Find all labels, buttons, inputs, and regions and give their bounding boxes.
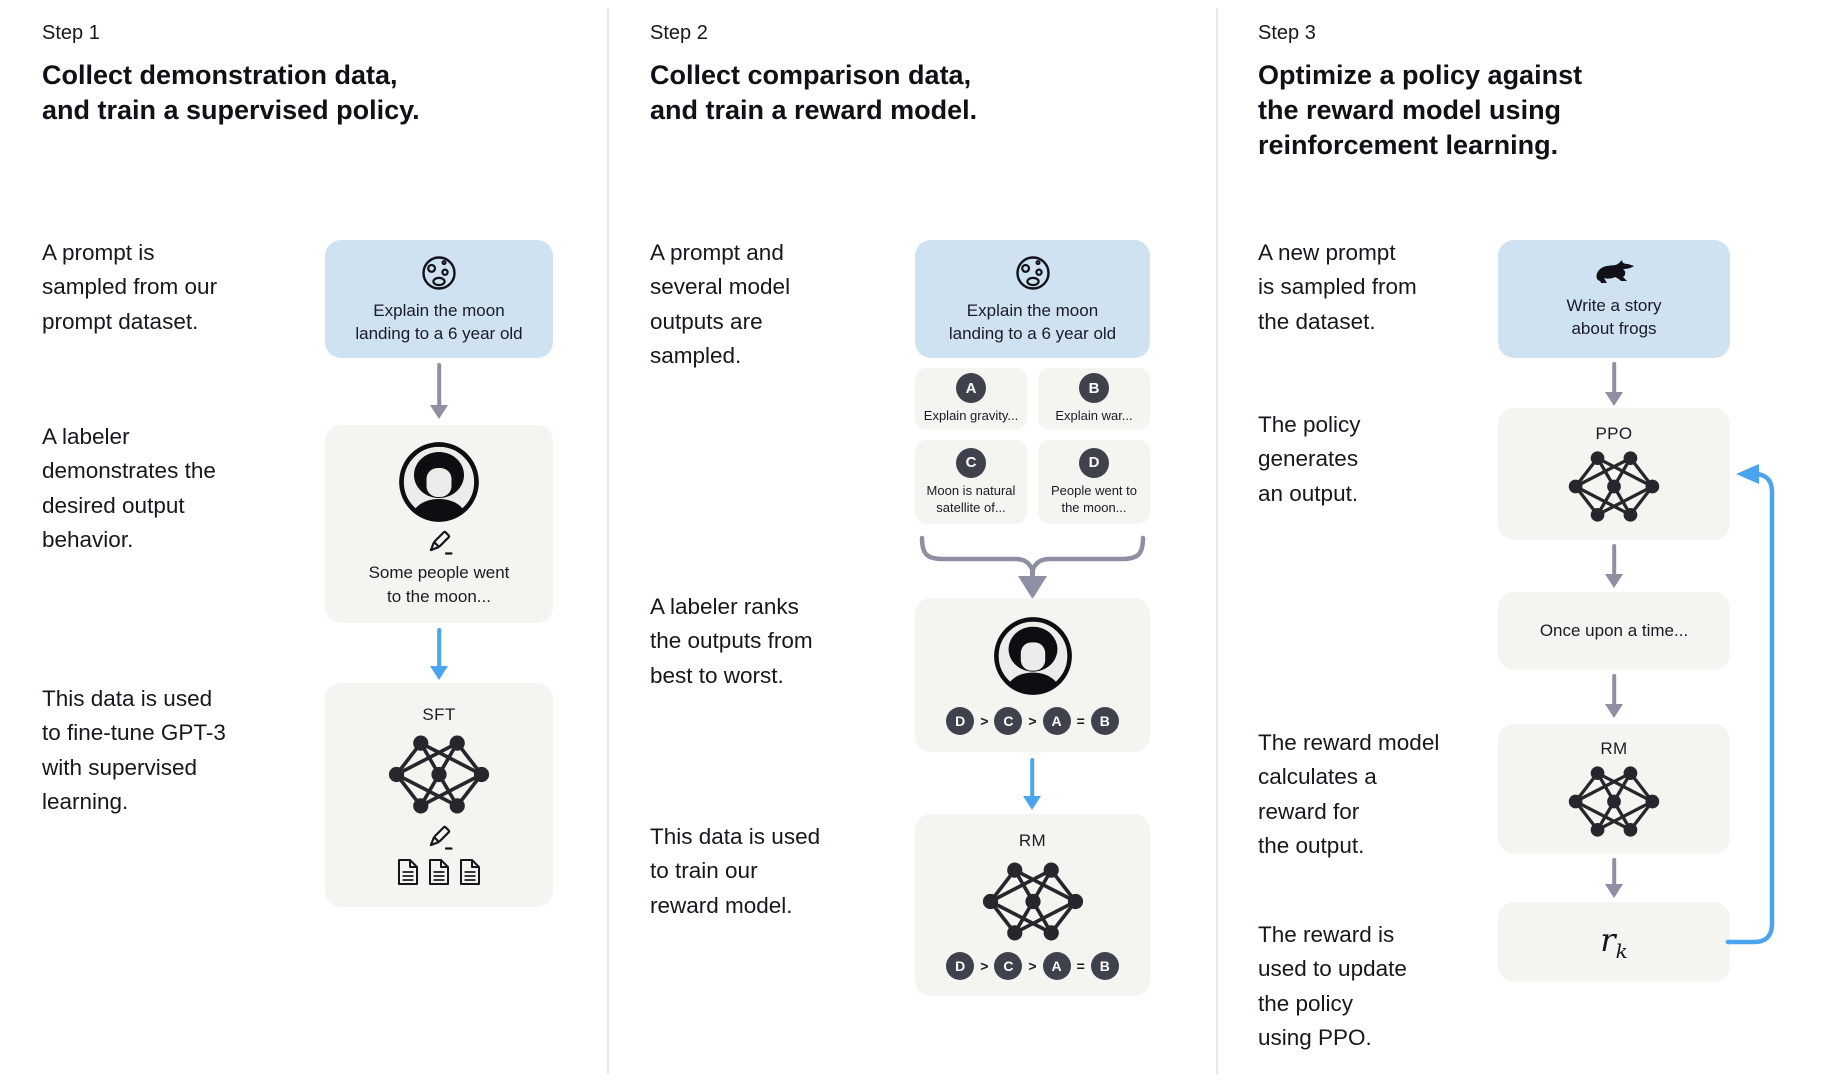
step3-prompt-text: Write a story about frogs <box>1566 295 1662 338</box>
neural-network-icon <box>1567 449 1661 523</box>
ranking-row: D > C > A = B <box>946 707 1119 735</box>
output-chip-c: C Moon is natural satellite of... <box>915 440 1027 524</box>
arrow-down-icon <box>1602 674 1626 718</box>
rank-badge: D <box>946 707 975 735</box>
step3-output-box: Once upon a time... <box>1498 592 1730 670</box>
rank-operator: > <box>1028 713 1037 729</box>
step3-caption-update: The reward is used to update the policy … <box>1258 922 1407 1051</box>
pencil-icon <box>426 824 453 850</box>
step2-rm-box: RM D > C > A = B <box>915 814 1150 996</box>
arrow-down-icon <box>1602 858 1626 898</box>
step2-label: Step 2 <box>650 22 708 44</box>
moon-icon <box>1015 255 1050 290</box>
step1-label: Step 1 <box>42 22 100 44</box>
step3-output-text: Once upon a time... <box>1539 621 1689 641</box>
arrow-down-icon <box>427 628 451 680</box>
step1-labeler-text: Some people went to the moon... <box>368 563 510 606</box>
rank-badge: A <box>1042 707 1071 735</box>
rank-badge: D <box>946 951 975 980</box>
step2-prompt-box: Explain the moon landing to a 6 year old <box>915 240 1150 358</box>
output-text: People went to the moon... <box>1050 482 1137 515</box>
column-divider <box>1216 8 1218 1074</box>
step1-caption-finetune: This data is used to fine-tune GPT-3 wit… <box>42 686 226 815</box>
labeler-avatar-icon <box>397 440 481 524</box>
arrow-down-icon <box>427 363 451 419</box>
document-icon <box>429 858 449 885</box>
neural-network-icon <box>1567 764 1661 838</box>
sft-label: SFT <box>422 704 456 724</box>
output-text: Moon is natural satellite of... <box>926 482 1016 515</box>
ppo-label: PPO <box>1595 423 1633 443</box>
neural-network-icon <box>387 733 491 815</box>
rank-operator: = <box>1076 713 1085 729</box>
arrow-down-icon <box>1020 758 1044 810</box>
ranking-row: D > C > A = B <box>946 951 1119 980</box>
brace-merge-arrow-icon <box>919 535 1146 599</box>
step2-prompt-text: Explain the moon landing to a 6 year old <box>948 300 1117 343</box>
reward-value-label: rk <box>1600 921 1628 963</box>
output-badge: D <box>1079 447 1109 478</box>
step2-labeler-rank-box: D > C > A = B <box>915 598 1150 752</box>
rank-operator: > <box>980 713 989 729</box>
output-badge: C <box>956 447 986 478</box>
step2-title: Collect comparison data, and train a rew… <box>650 60 978 126</box>
rank-badge: B <box>1090 707 1119 735</box>
step1-title: Collect demonstration data, and train a … <box>42 60 420 126</box>
output-badge: A <box>956 373 986 404</box>
output-chip-a: A Explain gravity... <box>915 368 1027 430</box>
rank-operator: > <box>1028 957 1037 974</box>
rank-badge: A <box>1042 951 1071 980</box>
rank-operator: > <box>980 957 989 974</box>
rank-badge: C <box>994 707 1023 735</box>
rm-label: RM <box>1018 830 1047 850</box>
neural-network-icon <box>980 860 1085 942</box>
feedback-loop-arrow-icon <box>1725 464 1775 945</box>
arrow-down-icon <box>1602 362 1626 406</box>
frog-icon <box>1596 259 1634 283</box>
output-chip-d: D People went to the moon... <box>1038 440 1150 524</box>
document-icon <box>398 858 418 885</box>
documents-icon <box>396 858 482 886</box>
output-chip-b: B Explain war... <box>1038 368 1150 430</box>
rank-badge: C <box>994 951 1023 980</box>
step3-caption-reward: The reward model calculates a reward for… <box>1258 730 1440 859</box>
step3-prompt-box: Write a story about frogs <box>1498 240 1730 358</box>
column-divider <box>607 8 609 1074</box>
step1-prompt-text: Explain the moon landing to a 6 year old <box>355 300 523 343</box>
document-icon <box>460 858 480 885</box>
arrow-down-icon <box>1602 544 1626 588</box>
step1-caption-prompt: A prompt is sampled from our prompt data… <box>42 240 218 334</box>
step1-sft-box: SFT <box>325 683 553 907</box>
step2-caption-train: This data is used to train our reward mo… <box>650 824 821 918</box>
step2-caption-ranks: A labeler ranks the outputs from best to… <box>650 594 813 688</box>
rank-badge: B <box>1090 951 1119 980</box>
step1-prompt-box: Explain the moon landing to a 6 year old <box>325 240 553 358</box>
output-text: Explain war... <box>1055 408 1133 424</box>
step3-caption-new-prompt: A new prompt is sampled from the dataset… <box>1258 240 1417 334</box>
step3-caption-policy: The policy generates an output. <box>1258 412 1361 506</box>
rank-operator: = <box>1076 957 1085 974</box>
step3-ppo-box: PPO <box>1498 408 1730 540</box>
step2-caption-sampled: A prompt and several model outputs are s… <box>650 240 791 369</box>
pencil-icon <box>426 530 453 555</box>
step1-caption-labeler: A labeler demonstrates the desired outpu… <box>42 424 216 553</box>
output-badge: B <box>1079 373 1109 404</box>
rm-label: RM <box>1600 738 1628 758</box>
step3-rm-box: RM <box>1498 724 1730 854</box>
output-text: Explain gravity... <box>923 408 1019 424</box>
step3-reward-box: rk <box>1498 902 1730 982</box>
step3-title: Optimize a policy against the reward mod… <box>1258 60 1583 161</box>
labeler-avatar-icon <box>992 615 1074 697</box>
moon-icon <box>422 255 456 290</box>
step3-label: Step 3 <box>1258 22 1316 44</box>
step1-labeler-box: Some people went to the moon... <box>325 425 553 623</box>
